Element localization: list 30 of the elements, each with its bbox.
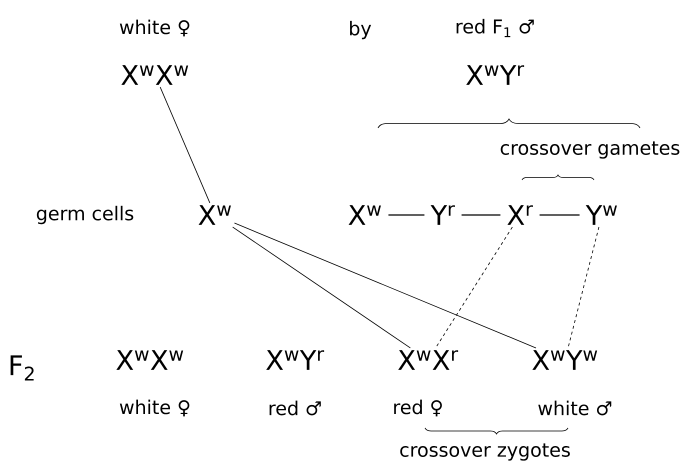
- genotype: X$^{w}$: [198, 205, 231, 225]
- genotype: X$^{w}$Y$^{w}$: [532, 350, 598, 370]
- line: [234, 222, 536, 348]
- line: [462, 214, 500, 216]
- phenotype-label: white ♀: [120, 400, 190, 416]
- line: [388, 214, 424, 216]
- line: [232, 226, 411, 348]
- text-label: germ cells: [36, 206, 134, 224]
- line: [568, 226, 600, 348]
- text-label: F$_{2}$: [10, 355, 34, 381]
- phenotype-label: white ♀: [120, 20, 190, 36]
- genotype: Y$^{w}$: [586, 205, 617, 225]
- text-label: crossover gametes: [500, 141, 680, 159]
- genotype: X$^{w}$Y$^{r}$: [266, 350, 324, 370]
- phenotype-label: white ♂: [538, 400, 612, 416]
- genotype: Y$^{r}$: [430, 205, 455, 225]
- line: [160, 86, 210, 204]
- genotype: X$^{w}$Y$^{r}$: [466, 65, 524, 85]
- text-label: by: [350, 20, 372, 40]
- line: [435, 226, 513, 348]
- genotype: X$^{w}$X$^{r}$: [398, 350, 458, 370]
- genotype: X$^{w}$X$^{w}$: [121, 65, 188, 85]
- text-label: crossover zygotes: [400, 443, 570, 461]
- genotype: X$^{r}$: [507, 205, 533, 225]
- phenotype-label: red F$_{1}$ ♂: [456, 18, 534, 38]
- genotype: X$^{w}$X$^{w}$: [116, 350, 184, 370]
- line: [540, 214, 580, 216]
- genotype: X$^{w}$: [348, 205, 381, 225]
- phenotype-label: red ♂: [270, 400, 321, 416]
- phenotype-label: red ♀: [394, 400, 442, 416]
